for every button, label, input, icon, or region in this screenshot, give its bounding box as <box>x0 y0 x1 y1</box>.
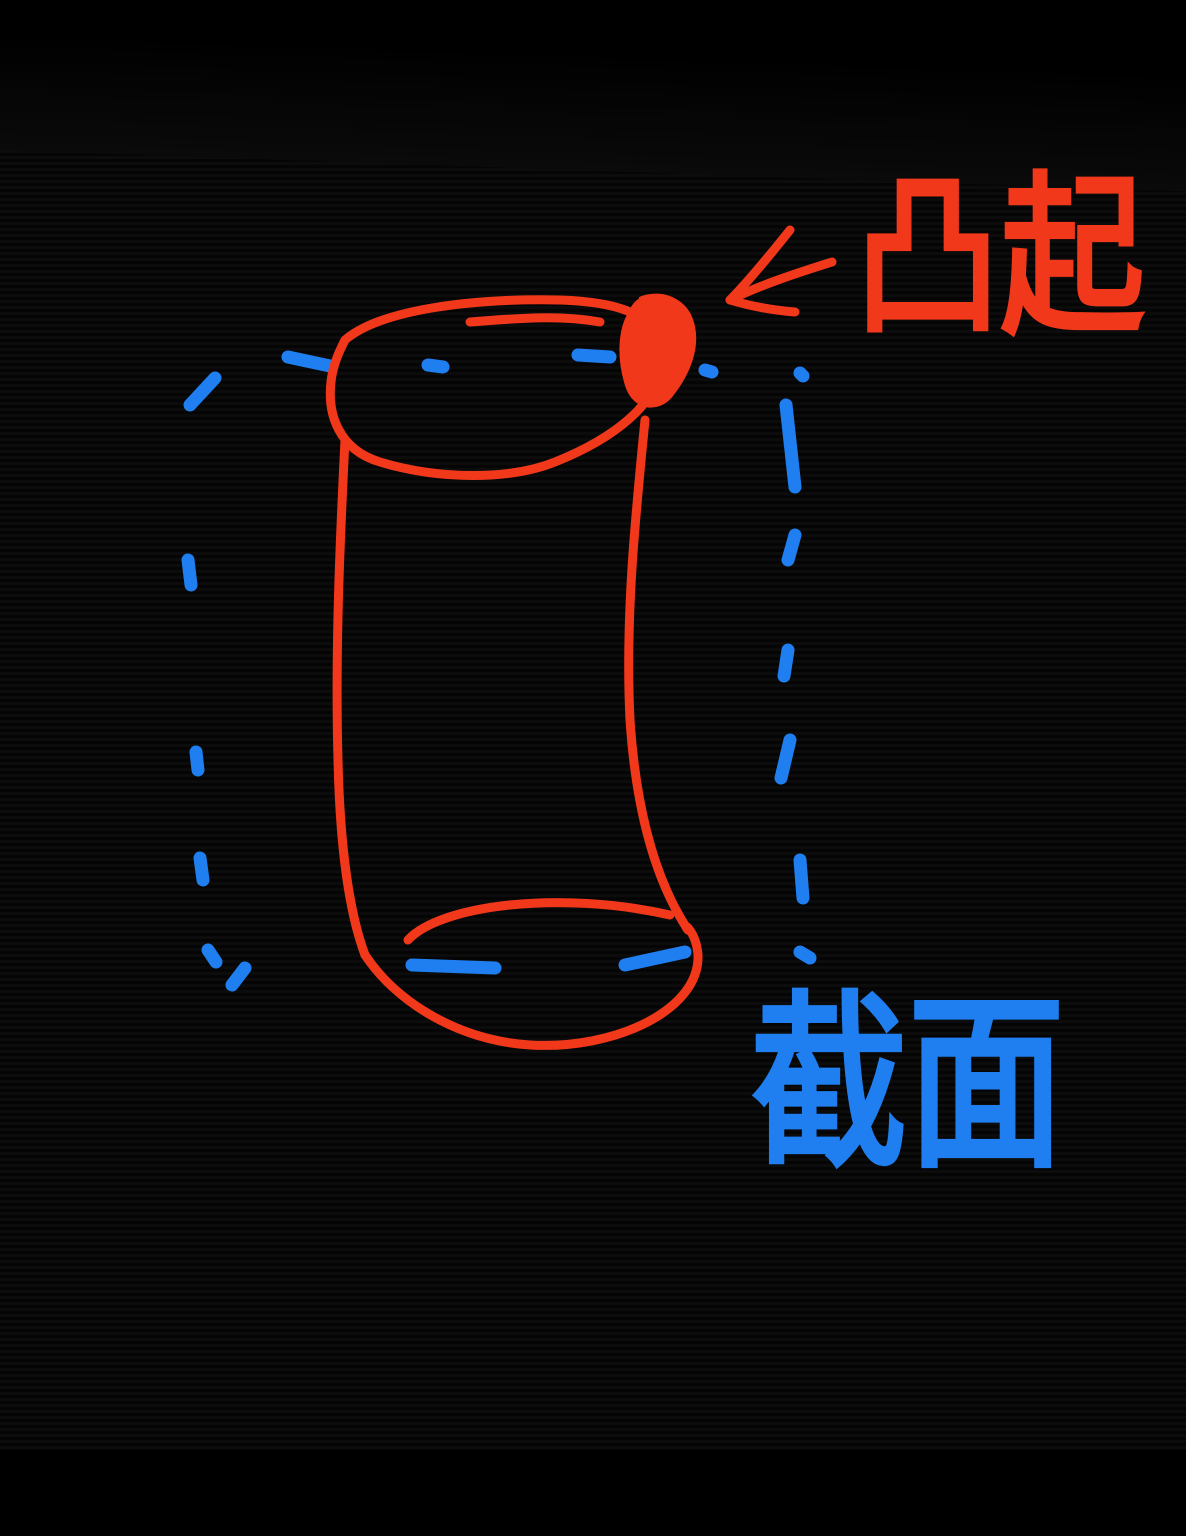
section-dash <box>189 745 205 777</box>
section-label: 截面 <box>750 974 1065 1195</box>
section-dash <box>779 398 802 494</box>
section-dash <box>698 363 719 379</box>
cylinder-bottom-back <box>403 898 675 945</box>
bulge-mark <box>619 293 697 408</box>
section-dash <box>571 348 617 364</box>
section-dash <box>181 553 198 592</box>
section-dash <box>421 358 450 374</box>
section-dash <box>193 851 210 887</box>
section-dash <box>777 643 795 683</box>
section-outline <box>181 348 817 992</box>
section-dash <box>183 371 222 412</box>
section-dash <box>405 958 502 975</box>
cylinder-right-side <box>624 415 693 935</box>
section-dash <box>793 853 810 905</box>
section-dash <box>201 943 223 969</box>
section-label-text: 截面 <box>750 974 1065 1195</box>
section-dash <box>281 350 337 373</box>
section-dash <box>618 945 692 972</box>
cylinder <box>325 295 703 1050</box>
bulge-label: 凸起 <box>855 157 1146 360</box>
cylinder-left-side <box>332 435 370 960</box>
section-dash <box>225 961 252 992</box>
cylinder-top-stroke <box>465 313 605 327</box>
section-dash <box>781 528 802 567</box>
section-dash <box>793 945 817 965</box>
bulge-label-text: 凸起 <box>855 157 1146 360</box>
cylinder-bottom-front <box>360 921 703 1050</box>
arrow-icon <box>725 225 837 317</box>
cylinder-top-ellipse <box>325 295 667 480</box>
section-dash <box>774 733 797 785</box>
section-dash <box>793 366 810 383</box>
